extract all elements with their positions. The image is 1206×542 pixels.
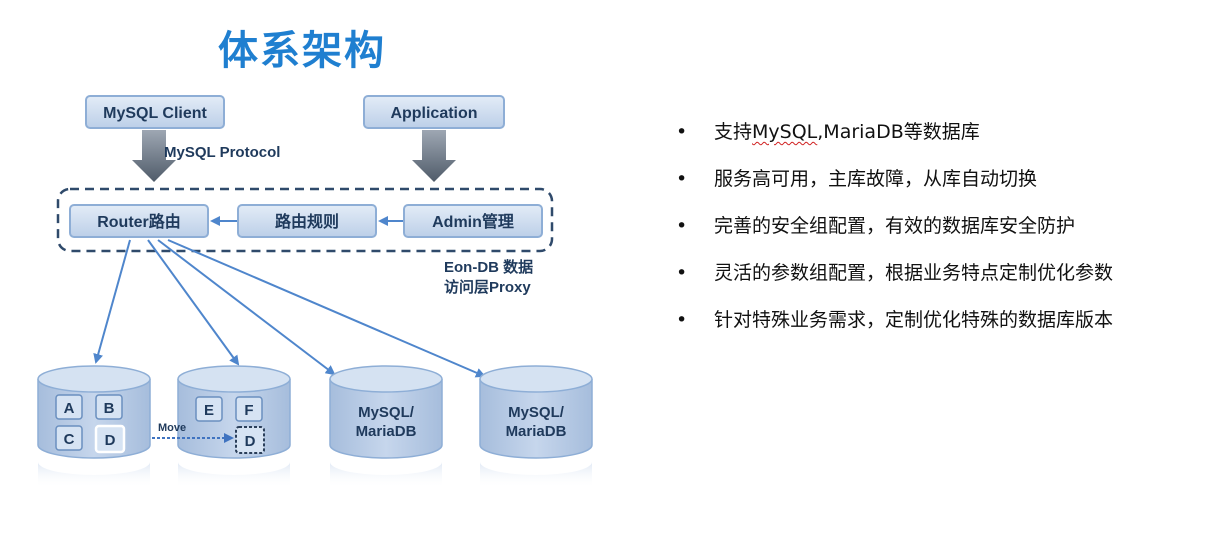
database-cylinder-4: MySQL/ MariaDB <box>479 365 593 488</box>
feature-text: 针对特殊业务需求，定制优化特殊的数据库版本 <box>714 309 1114 331</box>
bullet-icon: • <box>676 309 688 331</box>
feature-list: • 支持MySQL,MariaDB等数据库 • 服务高可用，主库故障，从库自动切… <box>676 120 1113 355</box>
feature-item: • 服务高可用，主库故障，从库自动切换 <box>676 167 1113 214</box>
application-down-arrow <box>412 130 456 182</box>
shard-c: C <box>64 431 75 448</box>
shard-e: E <box>204 402 214 419</box>
db4-label-line2: MariaDB <box>506 423 567 440</box>
feature-text: 灵活的参数组配置，根据业务特点定制优化参数 <box>714 262 1114 284</box>
feature-text-misspelled: MySQL <box>752 121 818 143</box>
feature-text-pre: 支持 <box>714 121 753 143</box>
bullet-icon: • <box>676 121 688 143</box>
feature-text: 服务高可用，主库故障，从库自动切换 <box>714 168 1038 190</box>
application-box: Application <box>363 95 505 129</box>
feature-text: 完善的安全组配置，有效的数据库安全防护 <box>714 215 1076 237</box>
mysql-protocol-label: MySQL Protocol <box>164 144 280 161</box>
feature-item: • 支持MySQL,MariaDB等数据库 <box>676 120 1113 167</box>
feature-item: • 灵活的参数组配置，根据业务特点定制优化参数 <box>676 261 1113 308</box>
routing-rules-box: 路由规则 <box>237 204 377 238</box>
router-to-db3-arrow <box>157 239 336 376</box>
database-cylinder-1: A B C D <box>37 365 151 488</box>
admin-box: Admin管理 <box>403 204 543 238</box>
db4-label-line1: MySQL/ <box>508 404 565 421</box>
db3-label-line2: MariaDB <box>356 423 417 440</box>
proxy-label-line2: 访问层Proxy <box>444 278 531 296</box>
shard-d-source: D <box>105 432 116 449</box>
feature-text-post: ,MariaDB等数据库 <box>817 121 980 143</box>
application-label: Application <box>390 105 477 122</box>
database-cylinder-2: E F D <box>177 365 291 488</box>
shard-d-target: D <box>245 433 256 450</box>
bullet-icon: • <box>676 262 688 284</box>
router-to-db2-arrow <box>147 239 240 366</box>
shard-f: F <box>244 402 253 419</box>
feature-item: • 完善的安全组配置，有效的数据库安全防护 <box>676 214 1113 261</box>
mysql-client-label: MySQL Client <box>103 105 207 122</box>
routing-rules-label: 路由规则 <box>275 212 339 231</box>
page-title: 体系架构 <box>218 28 386 74</box>
mysql-client-box: MySQL Client <box>85 95 225 129</box>
admin-label: Admin管理 <box>432 212 514 231</box>
client-down-arrow <box>132 130 176 182</box>
shard-a: A <box>64 400 75 417</box>
bullet-icon: • <box>676 215 688 237</box>
proxy-label-line1: Eon-DB 数据 <box>444 258 533 276</box>
proxy-container <box>56 187 554 253</box>
router-label: Router路由 <box>97 212 181 231</box>
database-cylinder-3: MySQL/ MariaDB <box>329 365 443 488</box>
architecture-diagram: MySQL Client Application MySQL Protocol … <box>37 95 593 488</box>
shard-b: B <box>104 400 115 417</box>
feature-item: • 针对特殊业务需求，定制优化特殊的数据库版本 <box>676 308 1113 355</box>
router-to-db4-arrow <box>167 239 486 378</box>
move-label: Move <box>158 422 186 434</box>
db3-label-line1: MySQL/ <box>358 404 415 421</box>
router-to-db1-arrow <box>93 239 131 364</box>
router-box: Router路由 <box>69 204 209 238</box>
bullet-icon: • <box>676 168 688 190</box>
